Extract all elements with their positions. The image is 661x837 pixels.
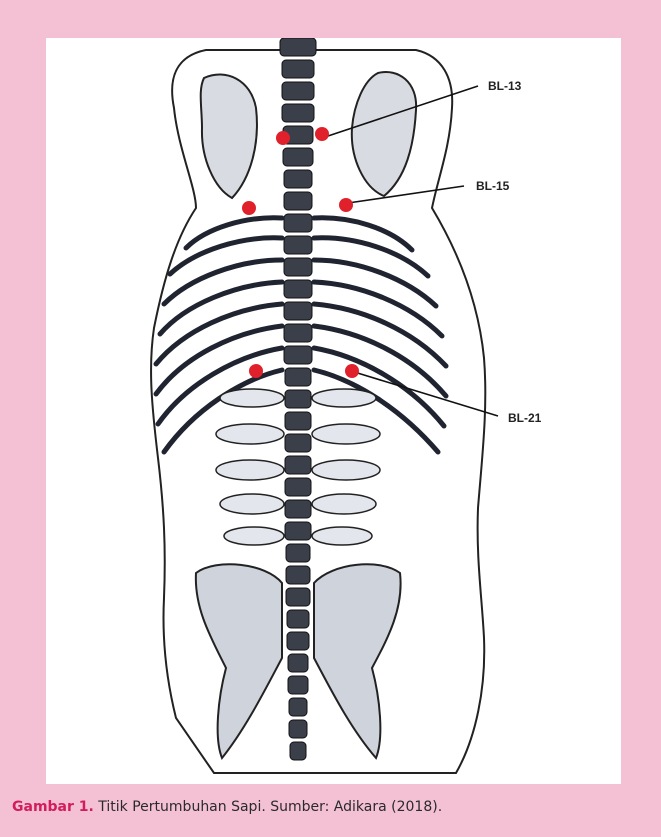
point-bl15-right <box>339 198 353 212</box>
left-scapula <box>201 75 257 198</box>
cow-skeleton-diagram: BL-13 BL-15 BL-21 <box>46 38 621 784</box>
label-bl21: BL-21 <box>508 411 542 425</box>
label-bl15: BL-15 <box>476 179 510 193</box>
point-bl13-right <box>315 127 329 141</box>
figure-caption: Gambar 1. Titik Pertumbuhan Sapi. Sumber… <box>12 799 442 815</box>
spine <box>280 38 316 760</box>
point-bl13-left <box>276 131 290 145</box>
label-bl13: BL-13 <box>488 79 522 93</box>
diagram-frame: BL-13 BL-15 BL-21 <box>46 38 621 784</box>
point-bl21-left <box>249 364 263 378</box>
right-scapula <box>352 72 416 196</box>
point-bl15-left <box>242 201 256 215</box>
figure-label: Gambar 1. <box>12 799 94 815</box>
caption-text: Titik Pertumbuhan Sapi. Sumber: Adikara … <box>94 799 442 815</box>
point-bl21-right <box>345 364 359 378</box>
